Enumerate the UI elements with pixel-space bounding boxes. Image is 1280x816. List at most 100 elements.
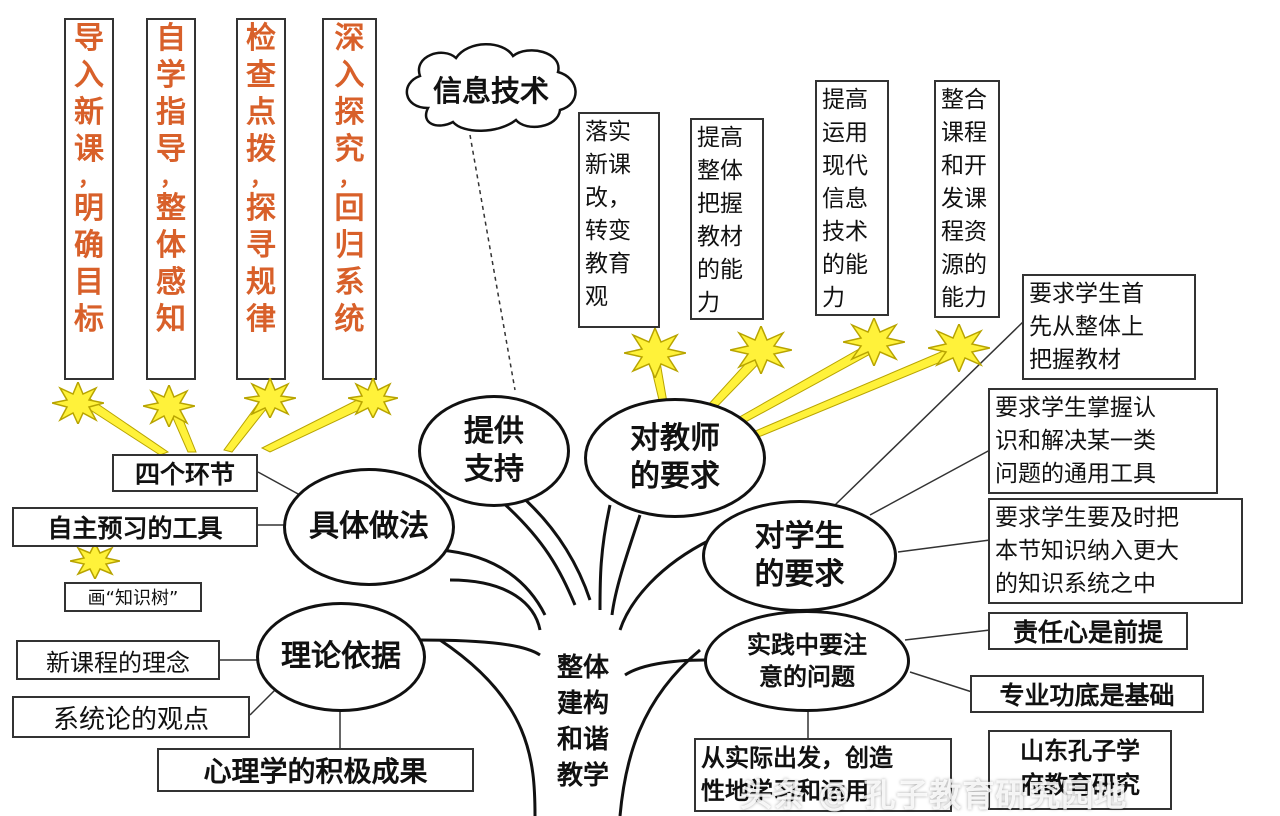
teacher-req-line: 教育 (585, 251, 631, 277)
teacher-req-line: 新课 (585, 152, 631, 178)
branch-methods-2 (449, 578, 542, 631)
connector-cloud (469, 134, 516, 391)
starburst-stage-2 (143, 385, 195, 427)
connector-systems (249, 689, 276, 716)
creative-line: 从实际出发，创造 (701, 744, 893, 772)
stage-char: 知 (156, 302, 186, 337)
teacher-req-2: 提高整体把握教材的能力 (690, 118, 764, 320)
teacher-req-1: 落实新课改， 转变教育观 (578, 112, 660, 328)
teacher-req-line: 力 (822, 285, 845, 311)
teacher-req-3: 提高运用现代信息技术的能力 (815, 80, 889, 316)
connector-four-steps (257, 471, 301, 496)
teacher-req-line: 整合 (941, 87, 987, 113)
stage-char: 探 (334, 95, 365, 130)
stage-box-2: 自学指导，整体感知 (146, 18, 196, 380)
creative-box: 从实际出发，创造性地学习和运用 (694, 738, 952, 812)
teacher-req-line: 改， (585, 185, 631, 211)
stage-box-3: 检查点拨，探寻规律 (236, 18, 286, 380)
teacher-req-line: 信息 (822, 186, 868, 212)
node-practice: 实践中要注意的问题 (704, 610, 910, 712)
trunk-left-line (439, 638, 537, 816)
student-req-line: 识和解决某一类 (995, 428, 1156, 454)
student-req-line: 的知识系统之中 (995, 571, 1156, 597)
node-student: 对学生的要求 (702, 500, 897, 612)
teacher-req-4: 整合课程和开发课程资源的能力 (934, 80, 1000, 318)
stage-separator: ， (77, 166, 100, 191)
trunk-title-line: 建构 (556, 689, 609, 719)
connector-student-2 (869, 449, 991, 516)
teacher-req-line: 发课 (941, 186, 987, 212)
branch-theory (419, 638, 541, 657)
starburst-knowledge-tree (70, 543, 120, 579)
preview-tool-box: 自主预习的工具 (12, 507, 258, 547)
teacher-req-line: 运用 (822, 120, 868, 146)
student-req-1: 要求学生首先从整体上把握教材 (1022, 274, 1196, 380)
new-curriculum-box: 新课程的理念 (16, 640, 220, 680)
starburst-teacher-4 (928, 324, 990, 372)
branch-support-2 (519, 493, 592, 601)
teacher-req-line: 整体 (697, 158, 743, 184)
stage-char: 查 (246, 58, 276, 93)
stage-char: 寻 (246, 228, 276, 263)
stage-char: 点 (246, 95, 276, 130)
cloud-shape (405, 43, 577, 132)
node-practice-line: 意的问题 (759, 663, 855, 691)
stage-char: 感 (156, 265, 186, 300)
psychology-box: 心理学的积极成果 (157, 748, 474, 792)
starburst-stage-4 (348, 378, 398, 418)
branch-practice (624, 658, 706, 677)
teacher-req-line: 提高 (697, 125, 743, 151)
stage-char: 规 (246, 265, 276, 300)
stage-char: 系 (334, 265, 365, 300)
branch-teacher-2 (610, 514, 642, 616)
cloud-label: 信息技术 (432, 74, 549, 108)
node-student-line: 对学生 (754, 519, 845, 554)
branch-teacher (598, 504, 612, 611)
teacher-req-line: 源的 (941, 252, 987, 278)
teacher-req-line: 教材 (697, 224, 743, 250)
node-practice-line: 实践中要注 (747, 631, 867, 659)
stage-box-1: 导入新课，明确目标 (64, 18, 114, 380)
stage-box-4: 深入探究，回归系统 (322, 18, 377, 380)
stage-char: 拨 (246, 132, 276, 167)
node-teacher-line: 对教师 (630, 421, 720, 456)
node-methods: 具体做法 (283, 468, 455, 586)
node-support: 提供支持 (418, 395, 570, 507)
student-req-line: 先从整体上 (1029, 314, 1144, 340)
stage-char: 深 (334, 21, 365, 56)
teacher-req-line: 程资 (941, 219, 987, 245)
trunk-title: 整体建构和谐教学 (548, 650, 618, 794)
student-req-line: 要求学生首 (1029, 281, 1144, 307)
trunk-right-line (618, 648, 701, 816)
teacher-req-line: 现代 (822, 153, 868, 179)
student-req-line: 把握教材 (1029, 347, 1121, 373)
stage-char: 入 (334, 58, 365, 93)
branch-student (618, 538, 711, 631)
branch-support (499, 498, 577, 606)
node-teacher: 对教师的要求 (584, 398, 766, 518)
teacher-req-line: 力 (697, 290, 720, 316)
creative-line: 性地学习和运用 (701, 777, 869, 805)
teacher-req-line: 的能 (822, 252, 868, 278)
stage-char: 统 (334, 302, 365, 337)
connector-skill (909, 671, 973, 693)
node-support-line: 提供 (464, 414, 524, 449)
stage-char: 自 (156, 21, 186, 56)
starburst-stage-3 (244, 378, 296, 418)
four-steps-box: 四个环节 (112, 454, 258, 492)
stage-char: 归 (334, 228, 365, 263)
student-req-line: 本节知识纳入更大 (995, 538, 1179, 564)
stage-char: 整 (156, 191, 186, 226)
teacher-req-line: 转变 (585, 218, 631, 244)
node-teacher-line: 的要求 (630, 459, 720, 494)
skill-box: 专业功底是基础 (970, 675, 1204, 713)
teacher-req-line: 落实 (585, 119, 631, 145)
student-req-2: 要求学生掌握认识和解决某一类问题的通用工具 (988, 388, 1218, 494)
stage-char: 回 (334, 191, 365, 226)
teacher-req-line: 观 (585, 284, 608, 310)
teacher-req-line: 和开 (941, 153, 987, 179)
branch-methods (439, 548, 547, 616)
trunk-title-line: 和谐 (556, 725, 609, 755)
stage-char: 目 (74, 265, 104, 300)
stage-char: 导 (156, 132, 186, 167)
